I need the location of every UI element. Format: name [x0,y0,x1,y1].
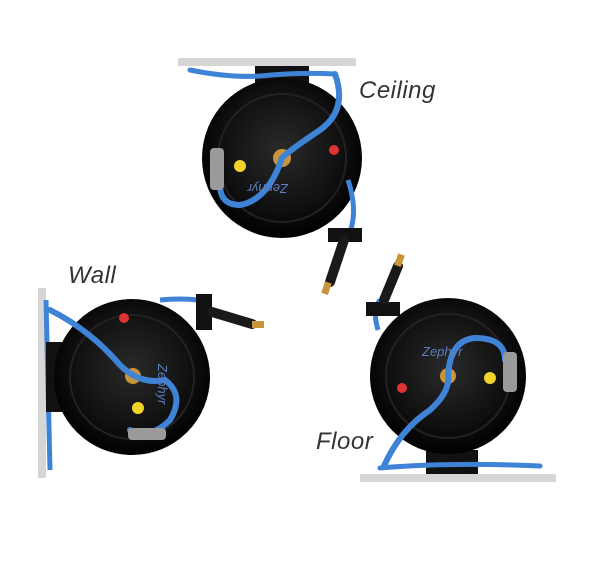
ceiling-roller-bracket [328,228,362,242]
ceiling-red-plug [329,145,339,155]
wall-surface [38,288,46,478]
floor-label: Floor [316,428,374,455]
floor-warning-label [484,372,496,384]
ceiling-surface [178,58,356,66]
floor-hose-guide [503,352,517,392]
floor-mounted-reel: Zephyr [360,253,556,482]
wall-exit-hose [159,296,199,303]
floor-brand-text: Zephyr [421,344,463,359]
floor-brass-fitting [394,253,405,268]
wall-warning-label [132,402,144,414]
floor-surface [360,474,556,482]
ceiling-label: Ceiling [359,77,436,104]
wall-brand-text: Zephyr [155,363,170,405]
wall-hose-guide [128,428,166,440]
floor-hose [381,334,508,469]
ceiling-brass-fitting [321,281,332,295]
floor-hose-handle [379,261,403,305]
wall-brass-fitting [252,321,264,328]
ceiling-mounted-reel: Zephyr [178,58,362,295]
floor-lead-hose [377,461,543,471]
wall-hose-handle [207,307,257,329]
ceiling-brand-text: Zephyr [247,181,289,196]
wall-mounted-reel: Zephyr [38,288,264,478]
floor-red-plug [397,383,407,393]
ceiling-lead-hose [187,67,338,79]
floor-roller-bracket [366,302,400,316]
ceiling-hose [216,71,343,209]
ceiling-exit-hose [345,179,356,233]
ceiling-hose-handle [325,235,349,287]
ceiling-warning-label [234,160,246,172]
ceiling-hose-guide [210,148,224,190]
wall-roller-bracket [196,294,212,330]
wall-label: Wall [68,262,117,289]
wall-red-plug [119,313,129,323]
